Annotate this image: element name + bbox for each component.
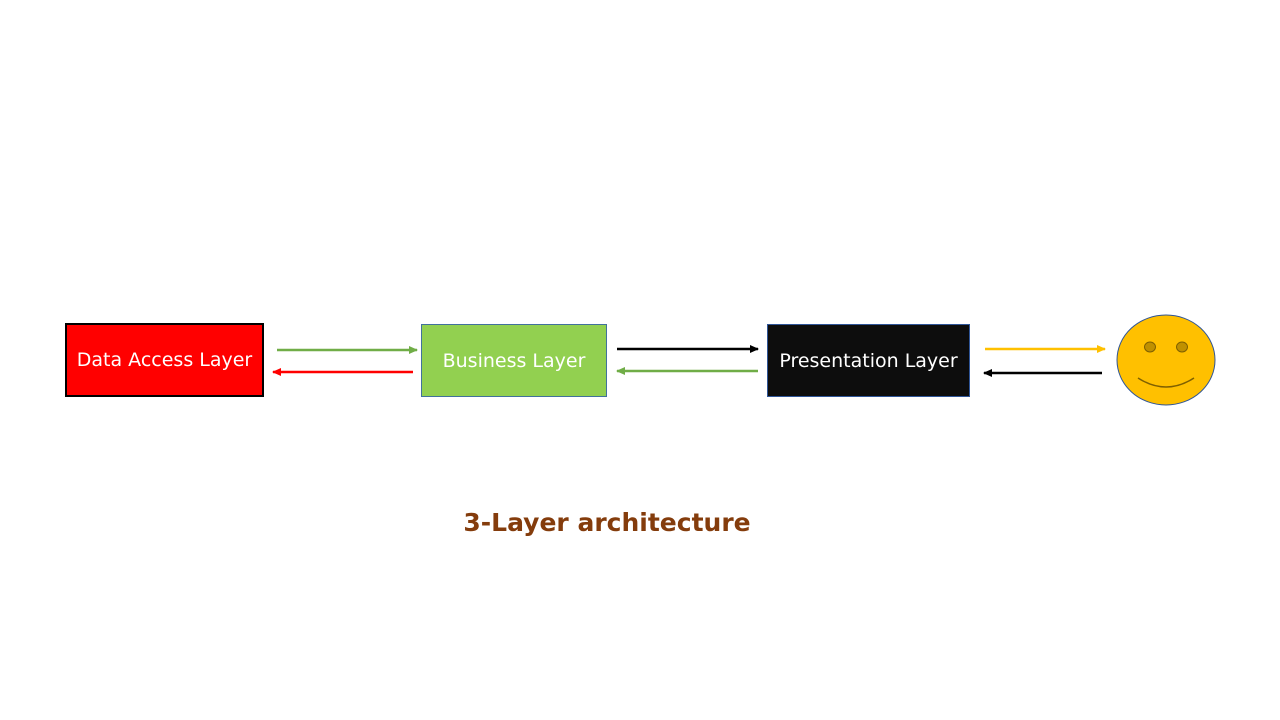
presentation-layer-box: Presentation Layer <box>767 324 970 397</box>
presentation-layer-label: Presentation Layer <box>779 349 958 372</box>
data-access-layer-box: Data Access Layer <box>65 323 264 397</box>
business-layer-box: Business Layer <box>421 324 607 397</box>
smiley-face-icon <box>1116 314 1216 406</box>
business-layer-label: Business Layer <box>442 349 586 372</box>
data-access-layer-label: Data Access Layer <box>76 349 253 371</box>
diagram-title: 3-Layer architecture <box>463 508 751 537</box>
